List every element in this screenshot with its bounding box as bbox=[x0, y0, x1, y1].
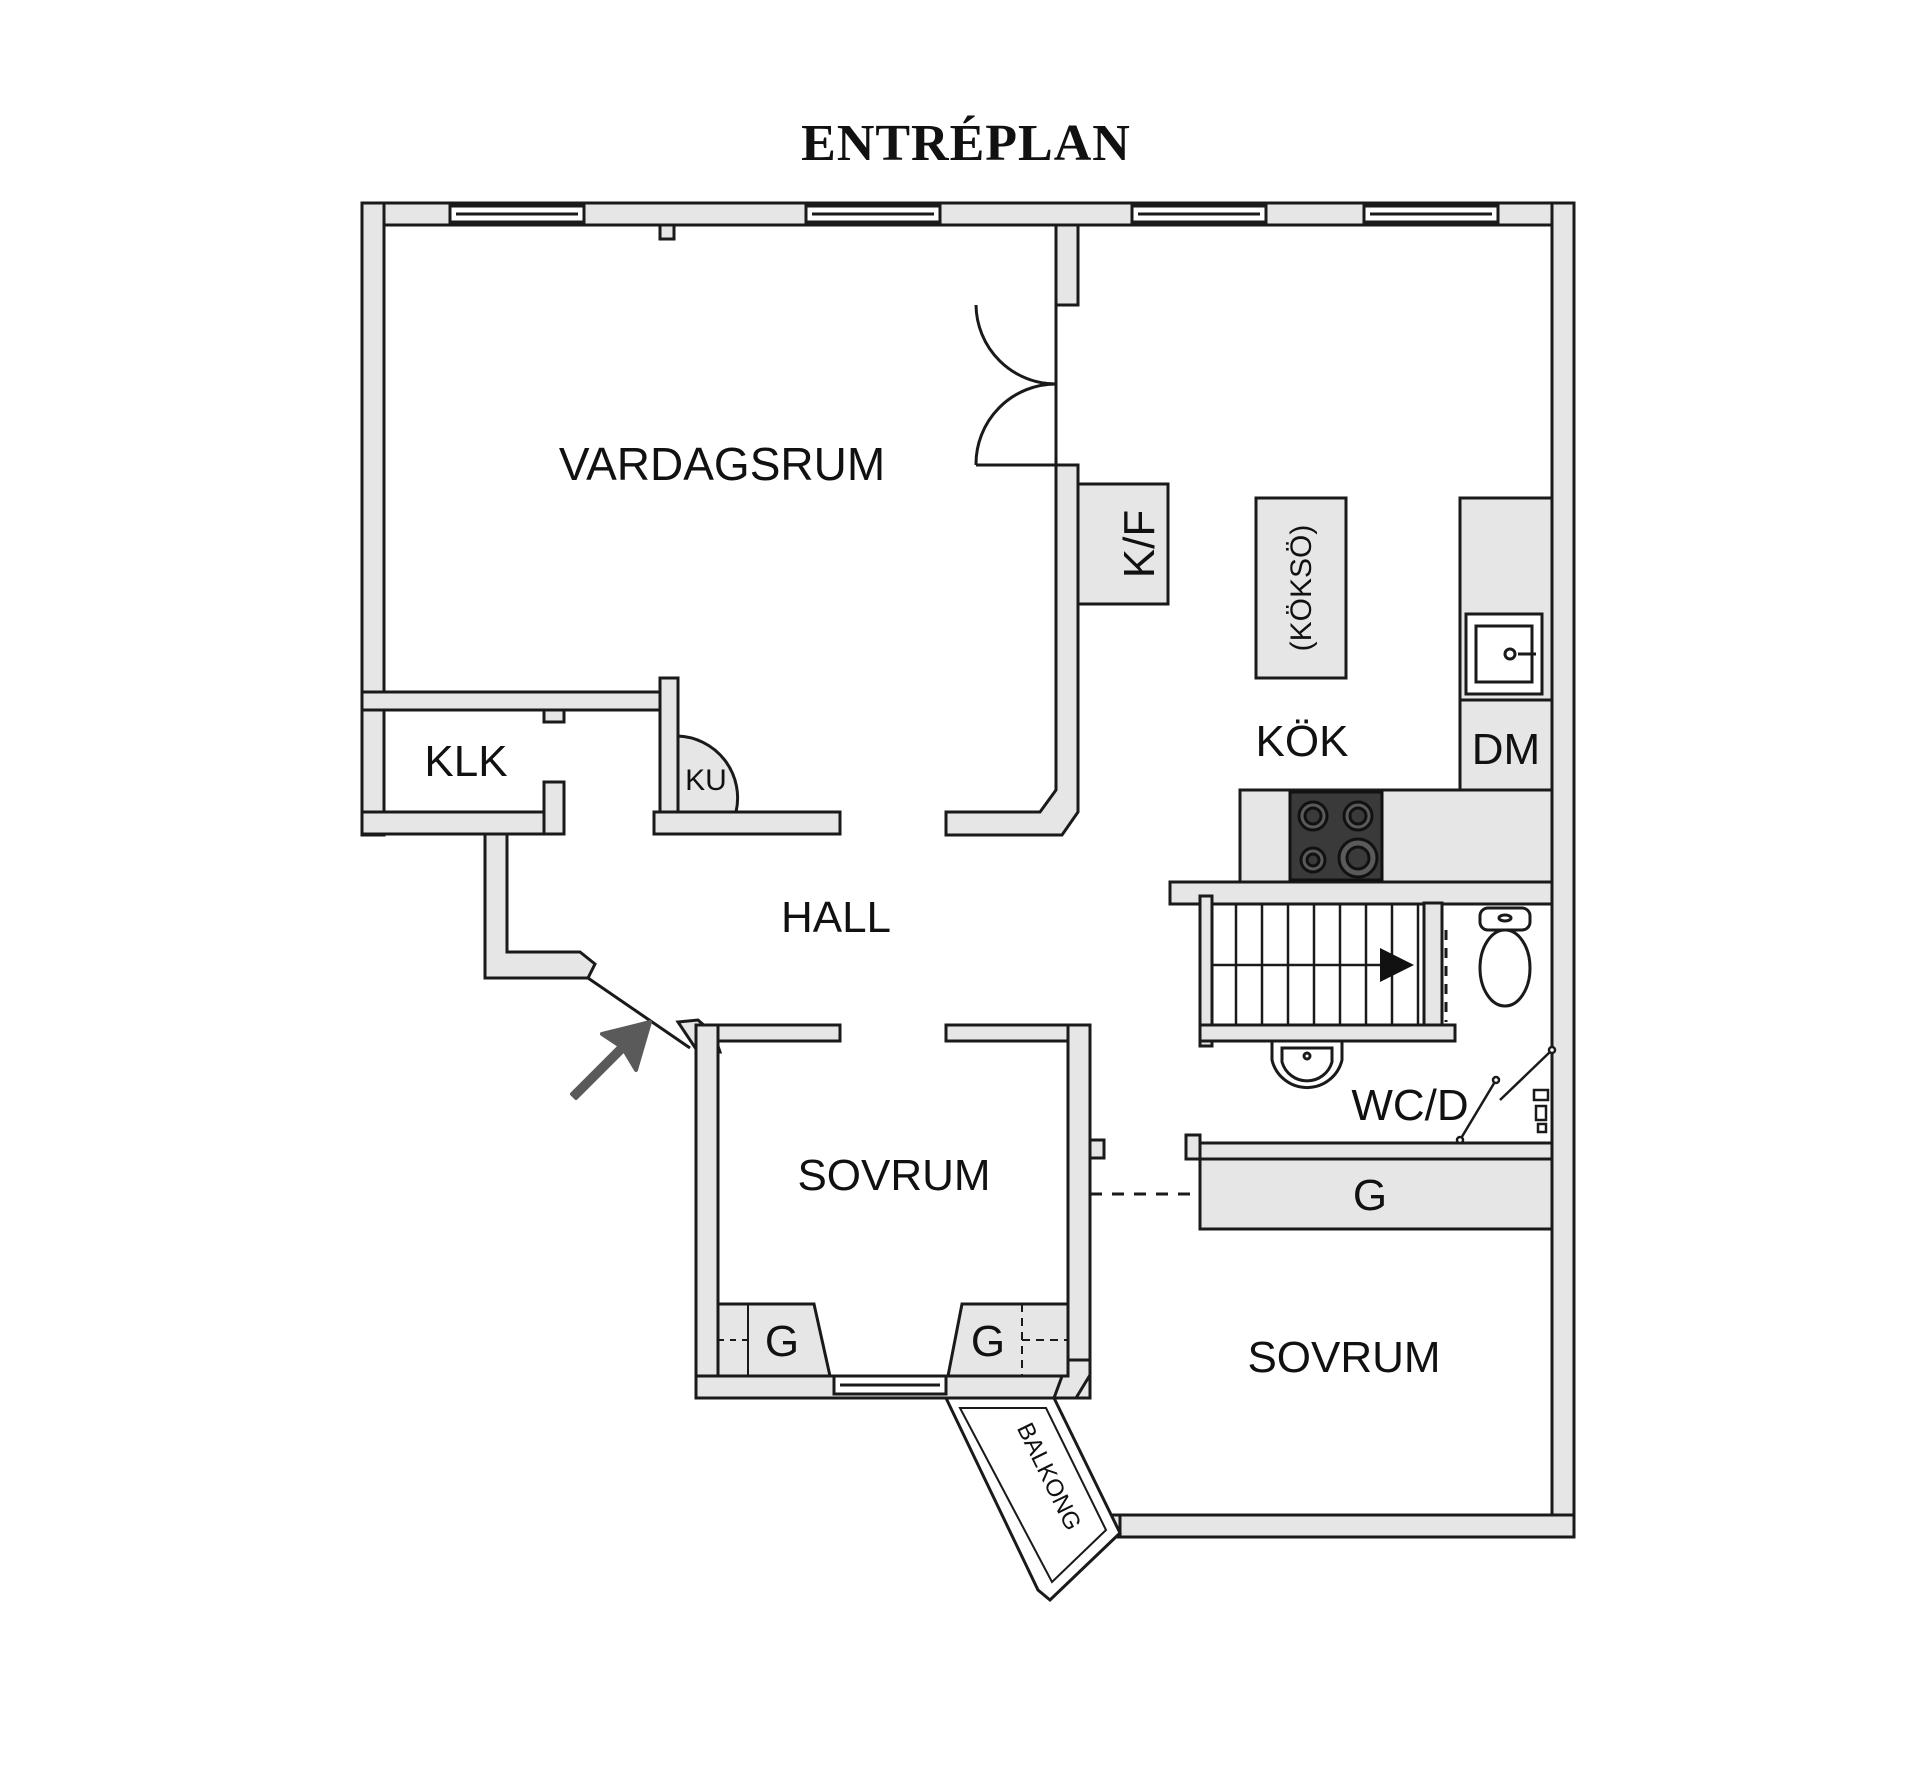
label-g-left-b: G bbox=[971, 1317, 1005, 1366]
kitchen-island bbox=[1254, 496, 1348, 680]
wall-stair-top bbox=[1168, 880, 1554, 906]
wall-bed1-left bbox=[694, 1023, 720, 1400]
label-hall: HALL bbox=[781, 893, 891, 942]
label-koksoe: (KÖKSÖ) bbox=[1285, 525, 1318, 652]
label-sovrum-2: SOVRUM bbox=[1247, 1333, 1440, 1382]
closet-g-left-a bbox=[716, 1302, 832, 1378]
washbasin-icon bbox=[1270, 1039, 1344, 1090]
wall-ku-post bbox=[658, 676, 680, 835]
label-wcd: WC/D bbox=[1351, 1081, 1468, 1130]
closet-g-right bbox=[1198, 1157, 1554, 1231]
wall-bed1-right-stub bbox=[1088, 1138, 1106, 1160]
window-4 bbox=[1362, 204, 1500, 224]
wall-closet-right bbox=[542, 780, 566, 836]
label-dm: DM bbox=[1472, 725, 1540, 774]
stair-arrow-icon bbox=[1380, 948, 1414, 982]
window-2 bbox=[804, 204, 942, 224]
window-bed1 bbox=[832, 1374, 948, 1396]
wall-bed1-corner bbox=[1051, 1358, 1092, 1400]
wall-center-lower bbox=[944, 463, 1080, 837]
ku-circle bbox=[676, 734, 740, 814]
wall-ku-bottom bbox=[652, 810, 842, 836]
wall-stair-left bbox=[1198, 894, 1214, 1048]
wall-entry-jog bbox=[483, 832, 597, 980]
label-vardagsrum: VARDAGSRUM bbox=[559, 438, 885, 490]
wall-wc-bottom bbox=[1184, 1141, 1554, 1161]
shower-icon bbox=[1455, 1045, 1557, 1145]
wall-center-top bbox=[1054, 223, 1080, 307]
wall-living-bottom bbox=[360, 690, 664, 712]
staircase bbox=[1212, 902, 1424, 1027]
window-1 bbox=[448, 204, 586, 224]
entry-door bbox=[587, 976, 691, 1050]
wall-left-upper bbox=[360, 201, 386, 837]
wall-stair-bottom bbox=[1198, 1023, 1457, 1043]
entrance-arrow-icon bbox=[570, 1020, 652, 1100]
balcony-inner bbox=[958, 1407, 1108, 1584]
window-3 bbox=[1130, 204, 1268, 224]
wall-right bbox=[1550, 201, 1576, 1539]
kitchen-counter-bottom bbox=[1238, 788, 1554, 884]
stove-icon bbox=[1288, 790, 1384, 882]
label-g-right: G bbox=[1353, 1171, 1387, 1220]
label-g-left-a: G bbox=[765, 1317, 799, 1366]
label-sovrum-1: SOVRUM bbox=[797, 1151, 990, 1200]
sink-icon bbox=[1464, 612, 1544, 696]
kf-block bbox=[1076, 482, 1170, 606]
closet-g-left-b bbox=[946, 1302, 1070, 1378]
toilet-icon bbox=[1478, 906, 1532, 1008]
wall-bed1-right bbox=[1066, 1023, 1092, 1377]
label-ku: KU bbox=[685, 764, 727, 797]
wall-post-small bbox=[658, 223, 676, 241]
double-door bbox=[974, 304, 1058, 467]
wall-wc-bottom-stub bbox=[1184, 1133, 1202, 1161]
plan-title: ENTRÉPLAN bbox=[801, 114, 1131, 172]
label-kf: K/F bbox=[1115, 510, 1164, 578]
wall-bottom-right bbox=[1118, 1513, 1576, 1539]
label-kok: KÖK bbox=[1256, 717, 1349, 766]
windows bbox=[448, 204, 1500, 1396]
wall-closet-bottom bbox=[360, 810, 564, 836]
wall-wc-left bbox=[1422, 901, 1444, 1027]
label-klk: KLK bbox=[424, 737, 507, 786]
doors bbox=[587, 304, 1058, 1050]
walls bbox=[360, 201, 1576, 1539]
wall-klk-right bbox=[542, 708, 566, 724]
